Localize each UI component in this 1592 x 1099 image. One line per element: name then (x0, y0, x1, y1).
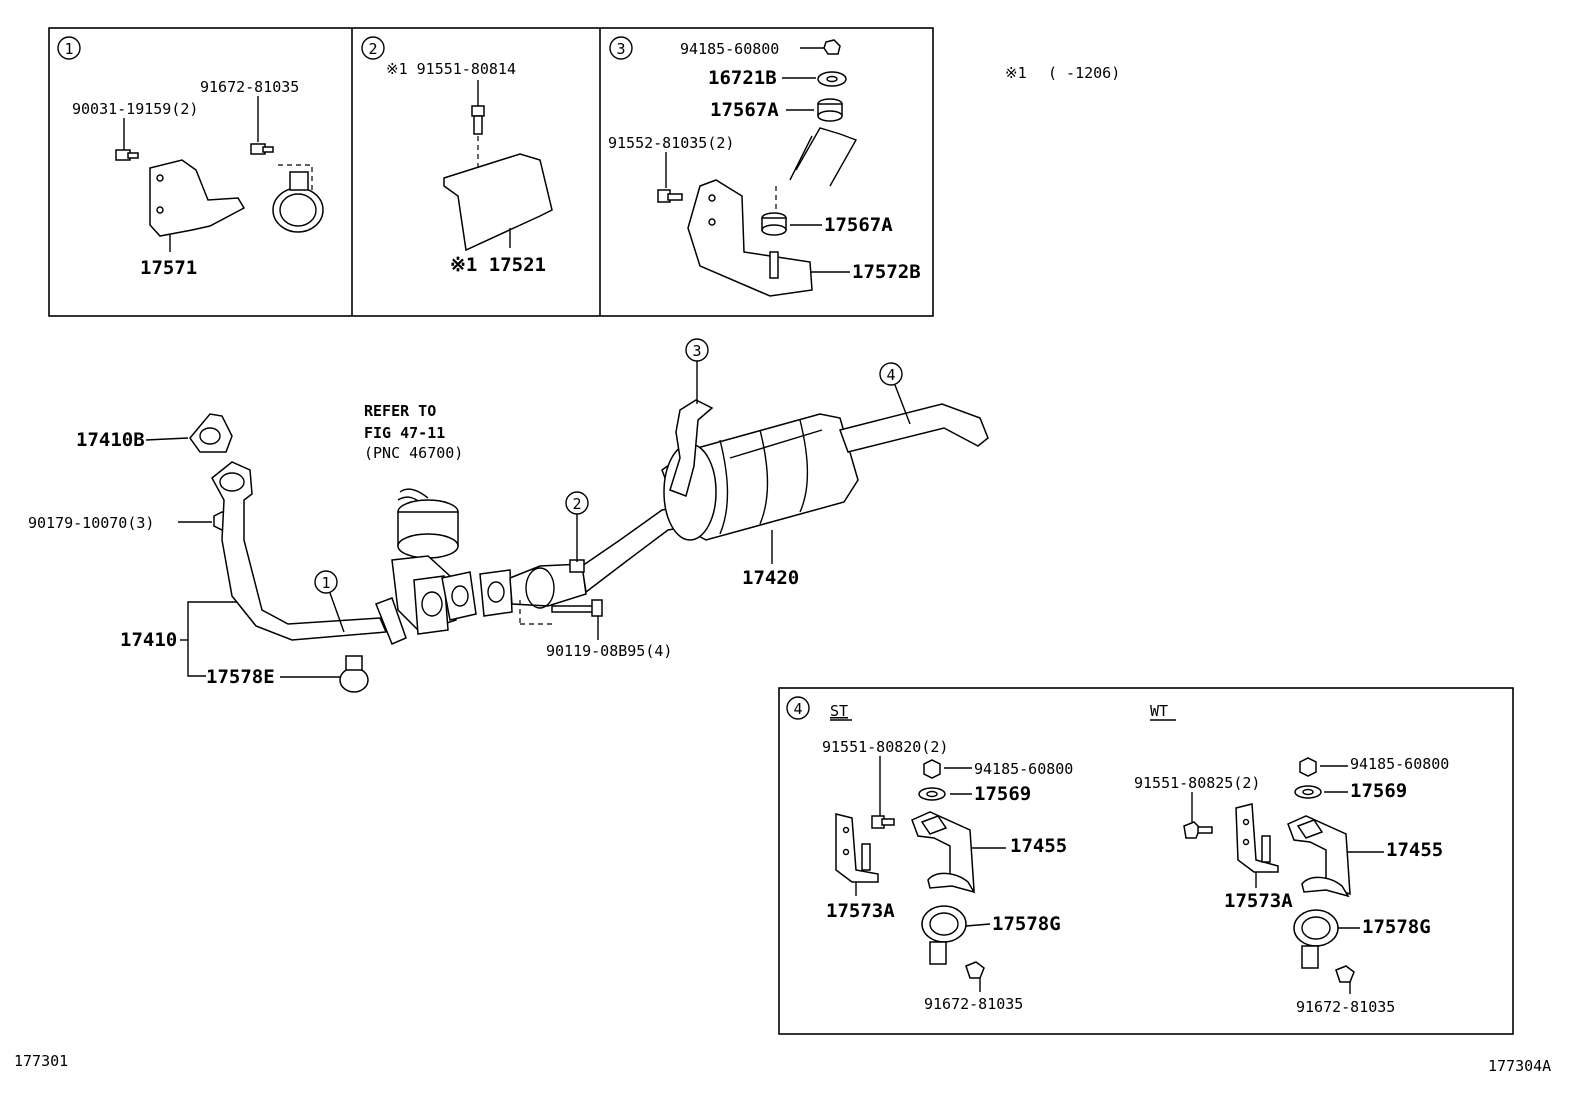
bolt-icon (471, 105, 485, 135)
panel-2-badge (361, 36, 385, 60)
bolt-icon (115, 149, 139, 161)
bolt-icon (965, 961, 985, 979)
panel-4-number: 4 (793, 700, 802, 718)
nut-icon (923, 759, 941, 779)
front-pipe-icon (211, 461, 388, 641)
part-label[interactable]: 17572B (852, 261, 921, 283)
part-label[interactable]: 17410B (76, 429, 145, 451)
cushion-icon (817, 98, 843, 122)
part-label[interactable]: 90179-10070(3) (28, 514, 154, 532)
callout-3: 3 (685, 338, 709, 404)
part-label[interactable]: 91551-80825(2) (1134, 774, 1260, 792)
part-label[interactable]: 17578E (206, 666, 275, 688)
bolt-icon (657, 189, 683, 203)
clamp-icon (1293, 909, 1339, 969)
clamp-icon (921, 905, 967, 965)
clamp-icon (339, 655, 369, 693)
variant-st-label: ST (830, 702, 848, 720)
part-label[interactable]: 17569 (974, 783, 1031, 805)
panel-4-frame (778, 687, 1514, 1035)
part-label[interactable]: 16721B (708, 67, 777, 89)
svg-text:2: 2 (572, 495, 581, 513)
panel-1: 1 90031-19159(2) 91672-81035 17571 (57, 36, 324, 279)
part-label[interactable]: 17410 (120, 629, 177, 651)
panel-1-badge (57, 36, 81, 60)
part-label[interactable]: 17455 (1010, 835, 1067, 857)
figure-id-right: 177304A (1488, 1057, 1551, 1075)
part-label[interactable]: 91672-81035 (200, 78, 299, 96)
callout-2: 2 (565, 491, 589, 562)
bolt-icon (551, 599, 603, 617)
part-label[interactable]: 94185-60800 (1350, 755, 1449, 773)
callout-1: 1 (314, 570, 345, 633)
bolt-icon (250, 143, 274, 155)
part-label[interactable]: 17567A (824, 214, 893, 236)
bracket-17571-icon (149, 159, 246, 237)
refer-line: REFER TO (364, 402, 436, 420)
part-label[interactable]: 90031-19159(2) (72, 100, 198, 118)
svg-text:1: 1 (321, 574, 330, 592)
gasket-icon (189, 413, 233, 453)
refer-line: FIG 47-11 (364, 424, 445, 442)
washer-icon (1294, 785, 1322, 799)
callout-4: 4 (879, 362, 911, 425)
part-label[interactable]: 91672-81035 (924, 995, 1023, 1013)
bracket-17573a-icon (1235, 803, 1279, 873)
panel-4: 4 ST 91551-80820(2) 94185-60800 17569 17… (786, 696, 1449, 1016)
washer-icon (918, 787, 946, 801)
part-label[interactable]: 91672-81035 (1296, 998, 1395, 1016)
referenced-component-icon (391, 488, 477, 635)
hanger-rod-icon (795, 127, 858, 187)
pipe-flange-icon (375, 597, 407, 645)
variant-wt-label: WT (1150, 702, 1168, 720)
panel-3-badge (609, 36, 633, 60)
bracket-17572b-icon (687, 179, 813, 297)
center-pipe-icon (479, 505, 693, 617)
panel-3: 3 94185-60800 16721B 17567A 91552-81035(… (608, 36, 921, 297)
part-label[interactable]: 17578G (1362, 916, 1431, 938)
bolt-icon (871, 815, 895, 829)
main-assembly: 17410B 90179-10070(3) 17410 17578E 90119… (28, 338, 989, 693)
muffler-icon (661, 403, 989, 541)
svg-text:4: 4 (886, 366, 895, 384)
part-label[interactable]: ※1 17521 (450, 254, 546, 276)
part-label[interactable]: 94185-60800 (974, 760, 1073, 778)
part-label[interactable]: 17569 (1350, 780, 1407, 802)
part-label[interactable]: 17571 (140, 257, 197, 279)
part-label[interactable]: 17578G (992, 913, 1061, 935)
washer-icon (817, 71, 847, 87)
part-label[interactable]: 94185-60800 (680, 40, 779, 58)
note-mark: ※1 (1005, 64, 1027, 82)
panel-4-badge (786, 696, 810, 720)
figure-id-left: 177301 (14, 1052, 68, 1070)
panel-2-number: 2 (368, 40, 377, 58)
panel-2: 2 ※1 91551-80814 ※1 17521 (361, 36, 553, 276)
part-label[interactable]: 17420 (742, 567, 799, 589)
hanger-icon (669, 399, 714, 497)
part-label[interactable]: 17567A (710, 99, 779, 121)
part-label[interactable]: 91552-81035(2) (608, 134, 734, 152)
part-label[interactable]: 17573A (826, 900, 895, 922)
part-label[interactable]: 17455 (1386, 839, 1443, 861)
panel-3-number: 3 (616, 40, 625, 58)
nut-icon (1299, 757, 1317, 777)
note-range: ( -1206) (1048, 64, 1120, 82)
panel-1-number: 1 (64, 40, 73, 58)
top-panels-frame (48, 27, 934, 317)
bolt-icon (1335, 965, 1355, 983)
nut-icon (823, 39, 841, 55)
heat-insulator-icon (443, 153, 553, 252)
part-label[interactable]: 90119-08B95(4) (546, 642, 672, 660)
svg-text:3: 3 (692, 342, 701, 360)
refer-line: (PNC 46700) (364, 444, 463, 462)
part-label[interactable]: 17573A (1224, 890, 1293, 912)
clamp-icon (272, 164, 324, 233)
part-label[interactable]: 91551-80820(2) (822, 738, 948, 756)
cushion-icon (761, 212, 787, 236)
bracket-17573a-icon (835, 813, 879, 883)
bolt-icon (1183, 821, 1213, 839)
part-label[interactable]: ※1 91551-80814 (386, 60, 516, 78)
